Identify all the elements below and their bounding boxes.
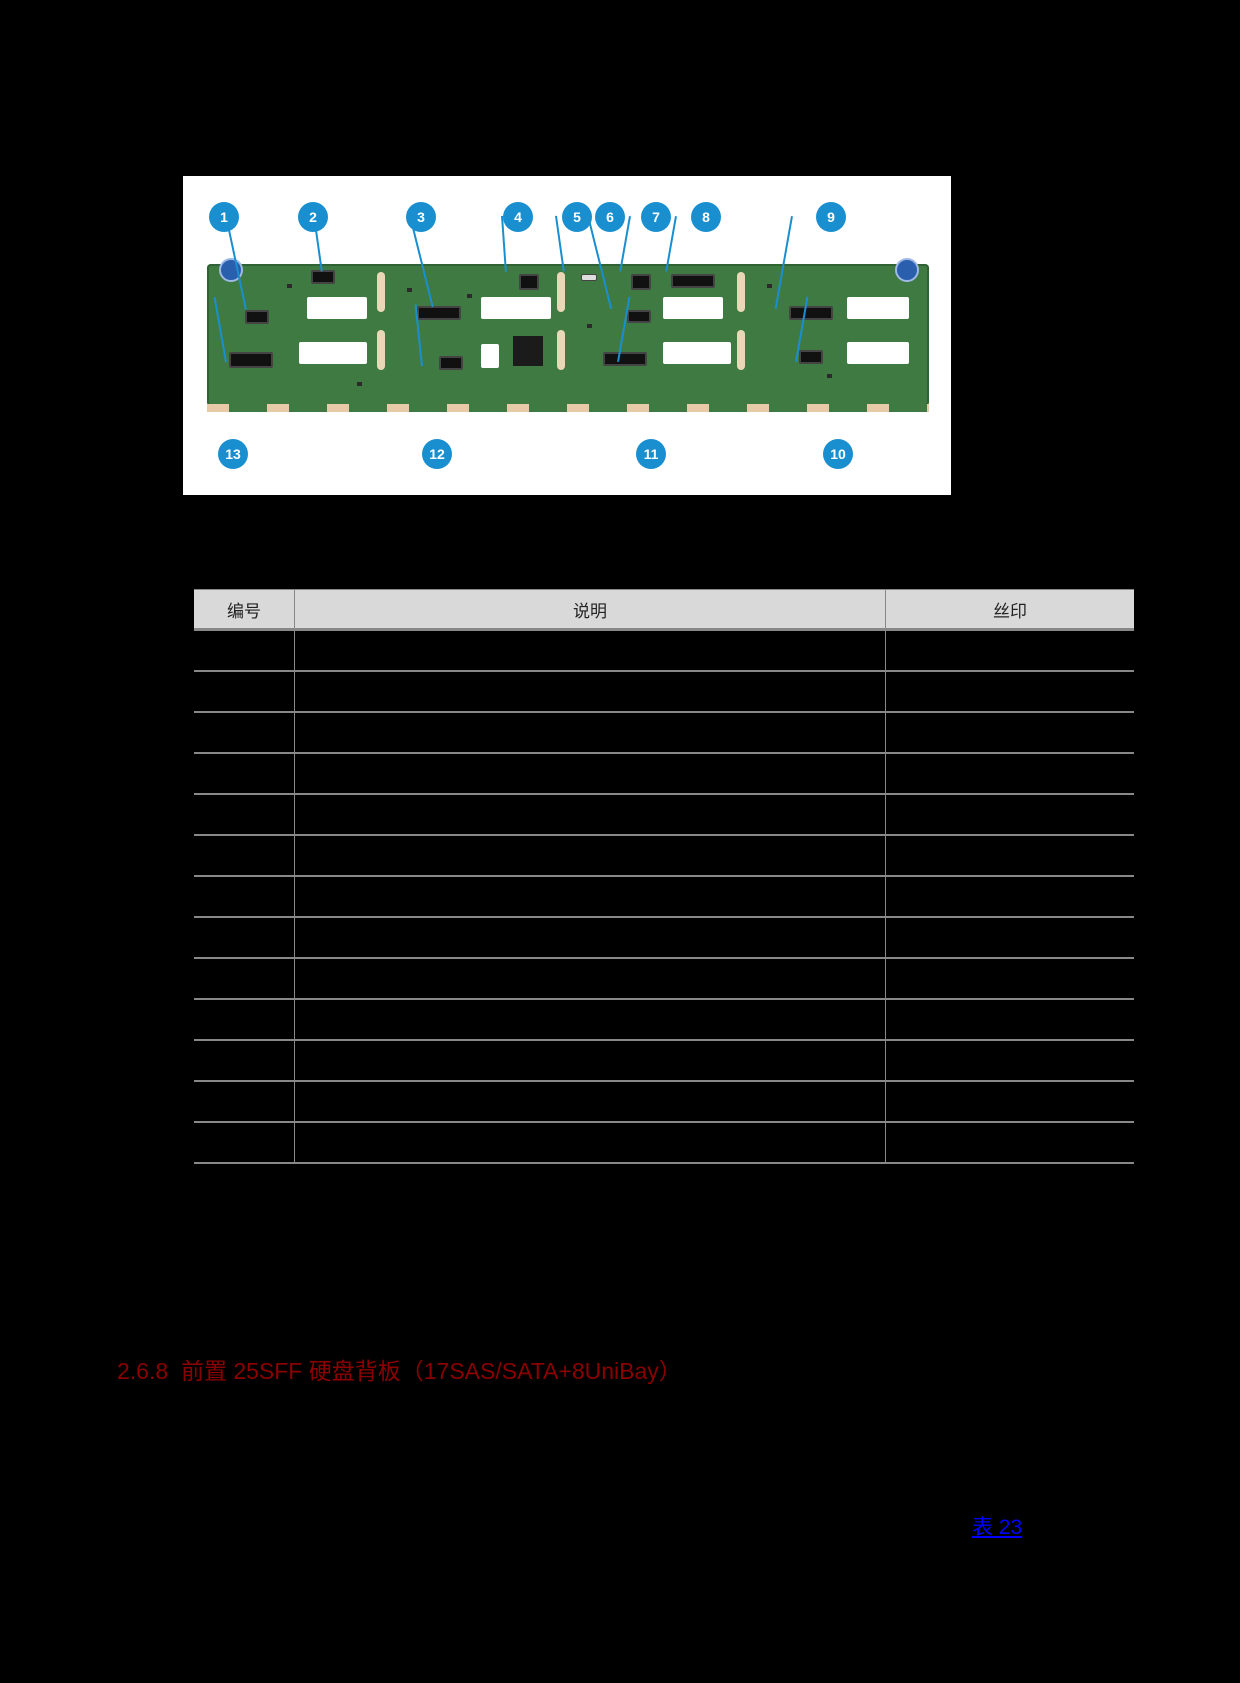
cell-description: [294, 671, 886, 713]
callout-1: 1: [209, 202, 239, 232]
callout-2: 2: [298, 202, 328, 232]
cpld-chip: [513, 336, 543, 366]
cell-description: [294, 835, 886, 877]
table-row: [194, 629, 1134, 672]
cell-number: [194, 1040, 295, 1082]
table-row: [194, 876, 1134, 918]
capacitor-right: [895, 258, 919, 282]
section-title: 前置 25SFF 硬盘背板（17SAS/SATA+8UniBay）: [180, 1358, 682, 1384]
cell-number: [194, 671, 295, 713]
connector-7: [631, 274, 651, 290]
table-row: [194, 917, 1134, 959]
connector-8: [671, 274, 715, 288]
header-description: 说明: [294, 589, 886, 631]
cell-silkscreen: [885, 917, 1134, 959]
connector-9: [789, 306, 833, 320]
connector-11: [603, 352, 647, 366]
cell-silkscreen: [885, 1122, 1134, 1164]
cell-number: [194, 712, 295, 754]
cell-silkscreen: [885, 876, 1134, 918]
backplane-board-photo: [207, 258, 929, 412]
header-silkscreen: 丝印: [885, 589, 1134, 631]
connector-6: [627, 310, 651, 323]
cell-description: [294, 1081, 886, 1123]
cell-description: [294, 794, 886, 836]
cell-silkscreen: [885, 712, 1134, 754]
table-row: [194, 712, 1134, 754]
cell-number: [194, 753, 295, 795]
cell-number: [194, 629, 295, 672]
cell-description: [294, 917, 886, 959]
table-row: [194, 794, 1134, 836]
connector-13: [229, 352, 273, 368]
callout-12: 12: [422, 439, 452, 469]
table-row: [194, 1081, 1134, 1123]
connector-2: [311, 270, 335, 284]
cell-silkscreen: [885, 835, 1134, 877]
cell-description: [294, 958, 886, 1000]
cell-description: [294, 1122, 886, 1164]
cell-description: [294, 999, 886, 1041]
callout-3: 3: [406, 202, 436, 232]
section-number: 2.6.8: [117, 1358, 169, 1384]
table-reference-link[interactable]: 表 23: [972, 1516, 1023, 1539]
cell-description: [294, 1040, 886, 1082]
callout-4: 4: [503, 202, 533, 232]
table-row: [194, 1040, 1134, 1082]
cell-silkscreen: [885, 958, 1134, 1000]
cell-silkscreen: [885, 671, 1134, 713]
cell-number: [194, 835, 295, 877]
cell-number: [194, 917, 295, 959]
cell-silkscreen: [885, 999, 1134, 1041]
backplane-figure: 1 2 3 4 5 6 7 8 9 13 12 11 10: [183, 176, 951, 495]
connector-3: [417, 306, 461, 320]
table-header-row: 编号 说明 丝印: [194, 589, 1134, 631]
cell-description: [294, 712, 886, 754]
callout-7: 7: [641, 202, 671, 232]
cell-silkscreen: [885, 1040, 1134, 1082]
cell-silkscreen: [885, 794, 1134, 836]
cell-number: [194, 876, 295, 918]
cell-description: [294, 753, 886, 795]
cell-number: [194, 958, 295, 1000]
connector-5: [581, 274, 597, 281]
cell-number: [194, 999, 295, 1041]
cell-silkscreen: [885, 629, 1134, 672]
header-number: 编号: [194, 589, 295, 631]
cell-description: [294, 629, 886, 672]
table-row: [194, 999, 1134, 1041]
cell-number: [194, 1122, 295, 1164]
connector-table: 编号 说明 丝印: [194, 589, 1134, 1164]
cell-description: [294, 876, 886, 918]
callout-8: 8: [691, 202, 721, 232]
table-row: [194, 753, 1134, 795]
connector-4: [519, 274, 539, 290]
table-row: [194, 671, 1134, 713]
callout-13: 13: [218, 439, 248, 469]
callout-10: 10: [823, 439, 853, 469]
table-row: [194, 835, 1134, 877]
callout-9: 9: [816, 202, 846, 232]
cell-number: [194, 1081, 295, 1123]
callout-11: 11: [636, 439, 666, 469]
cell-silkscreen: [885, 753, 1134, 795]
connector-1: [245, 310, 269, 324]
table-row: [194, 1122, 1134, 1164]
capacitor-left: [219, 258, 243, 282]
callout-5: 5: [562, 202, 592, 232]
connector-12: [439, 356, 463, 370]
cell-silkscreen: [885, 1081, 1134, 1123]
callout-6: 6: [595, 202, 625, 232]
connector-10: [799, 350, 823, 364]
table-row: [194, 958, 1134, 1000]
section-heading: 2.6.8 前置 25SFF 硬盘背板（17SAS/SATA+8UniBay）: [117, 1352, 682, 1386]
cell-number: [194, 794, 295, 836]
